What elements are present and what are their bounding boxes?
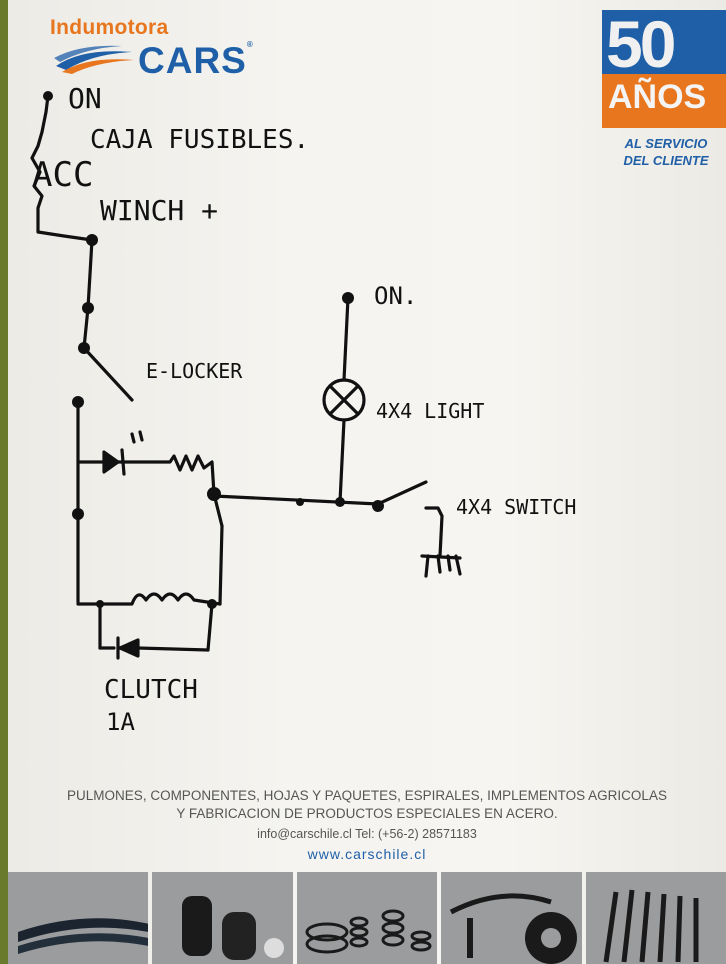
- anniversary-badge: 50 AÑOS: [602, 7, 726, 128]
- bolts-image: [585, 872, 726, 964]
- footer-website[interactable]: www.carschile.cl: [307, 846, 427, 862]
- footer-products-line-1: PULMONES, COMPONENTES, HOJAS Y PAQUETES,…: [67, 788, 667, 803]
- gear-parts-image: [441, 872, 582, 964]
- air-bags-image: [152, 872, 293, 964]
- label-on-top: ON: [68, 82, 102, 115]
- footer-products-line-2: Y FABRICACION DE PRODUCTOS ESPECIALES EN…: [176, 806, 558, 821]
- wiring-diagram: ON CAJA FUSIBLES. ACC WINCH + E-LOCKER O…: [30, 82, 576, 736]
- badge-number: 50: [606, 7, 676, 81]
- label-caja-fusibles: CAJA FUSIBLES.: [90, 125, 309, 155]
- flyer-sheet: Indumotora CARS® 50 AÑOS AL SERVICIO DEL…: [8, 0, 726, 964]
- label-on-right: ON.: [374, 282, 417, 310]
- brand-name-small: Indumotora: [50, 16, 169, 39]
- label-acc: ACC: [32, 155, 93, 195]
- product-image-strip: [8, 872, 726, 964]
- coil-springs-image: [296, 872, 438, 964]
- label-clutch: CLUTCH: [104, 675, 198, 705]
- label-e-locker: E-LOCKER: [146, 359, 243, 383]
- label-4x4-light: 4X4 LIGHT: [376, 399, 484, 423]
- label-4x4-switch: 4X4 SWITCH: [456, 495, 576, 519]
- cars-logo-icon: [54, 45, 134, 74]
- label-amp: 1A: [106, 708, 135, 736]
- label-winch: WINCH +: [100, 194, 218, 227]
- badge-word: AÑOS: [608, 78, 707, 116]
- footer-contact: info@carschile.cl Tel: (+56-2) 28571183: [257, 827, 477, 841]
- brand-name-cars: CARS®: [138, 40, 254, 81]
- tagline-line-1: AL SERVICIO: [624, 136, 708, 151]
- tagline-line-2: DEL CLIENTE: [623, 153, 709, 168]
- leaf-springs-image: [8, 872, 149, 964]
